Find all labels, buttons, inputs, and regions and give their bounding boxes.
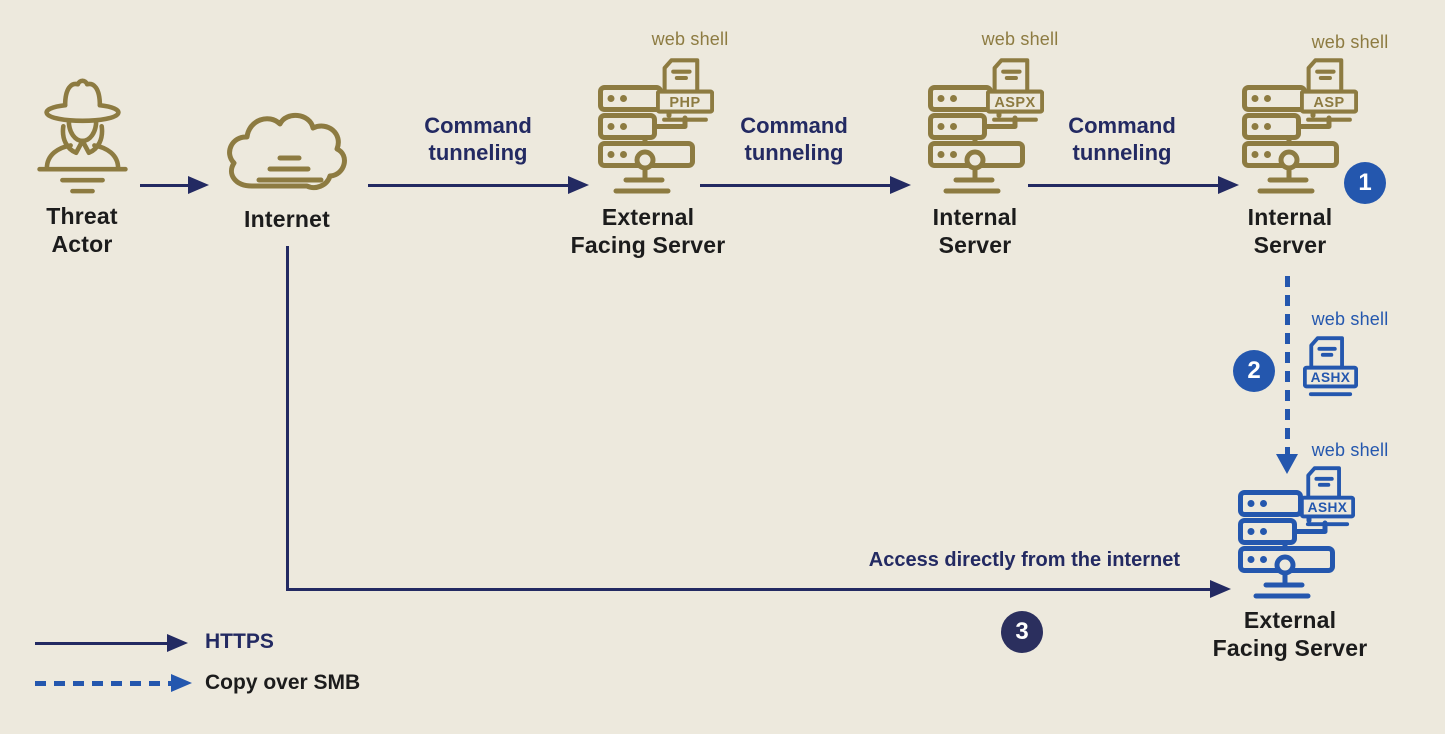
webshell-file-icon: ASHX — [1300, 466, 1355, 527]
legend-smb-arrowhead — [171, 674, 192, 692]
file-type-label: ASPX — [994, 95, 1035, 111]
file-type-label: ASHX — [1311, 370, 1351, 385]
direct-access-horizontal-line — [286, 588, 1210, 591]
internet-cloud-icon — [227, 113, 347, 191]
node-external-server-top: PHP — [598, 58, 758, 228]
webshell-file-icon: ASPX — [986, 58, 1044, 122]
webshell-file-icon: ASHX — [1303, 336, 1358, 397]
command-tunneling-label-3: Command tunneling — [1068, 113, 1176, 165]
legend-https-arrowhead — [167, 634, 188, 652]
node-internal-server-2: ASP — [1242, 58, 1402, 228]
legend-smb-label: Copy over SMB — [205, 671, 361, 694]
file-type-label: ASHX — [1308, 500, 1348, 515]
external-server-bottom-label: External Facing Server — [1212, 607, 1368, 661]
file-type-label: ASP — [1313, 95, 1344, 111]
webshell-label-external-top: web shell — [651, 29, 729, 49]
arrowhead-smb-copy — [1276, 454, 1298, 474]
dashed-line-smb-copy — [1285, 276, 1290, 454]
webshell-label-copied: web shell — [1311, 309, 1389, 329]
legend-https-label: HTTPS — [205, 630, 274, 653]
direct-access-label: Access directly from the internet — [868, 549, 1180, 571]
step-badge-1: 1 — [1344, 162, 1386, 204]
arrow-internal1-to-internal2 — [1028, 184, 1218, 187]
arrow-internet-to-external — [368, 184, 568, 187]
internal-server-2-label: Internal Server — [1247, 204, 1333, 258]
webshell-label-internal2: web shell — [1311, 32, 1389, 52]
threat-actor-icon — [37, 78, 128, 194]
arrowhead-external-to-internal1 — [890, 176, 911, 194]
legend-https-line — [35, 642, 167, 645]
arrowhead-direct-access — [1210, 580, 1231, 598]
step-badge-2: 2 — [1233, 350, 1275, 392]
arrowhead-internal1-to-internal2 — [1218, 176, 1239, 194]
file-type-label: PHP — [669, 95, 700, 111]
legend-smb-line — [35, 681, 171, 686]
arrowhead-internet-to-external — [568, 176, 589, 194]
external-server-top-label: External Facing Server — [570, 204, 726, 258]
webshell-label-external-bottom: web shell — [1311, 440, 1389, 460]
command-tunneling-label-2: Command tunneling — [740, 113, 848, 165]
internet-label: Internet — [244, 206, 330, 232]
arrowhead-threat-to-internet — [188, 176, 209, 194]
webshell-file-icon: ASP — [1300, 58, 1358, 122]
step-badge-3: 3 — [1001, 611, 1043, 653]
arrow-external-to-internal1 — [700, 184, 890, 187]
threat-actor-label: Threat Actor — [46, 203, 118, 257]
node-external-server-bottom: ASHX — [1238, 463, 1398, 633]
webshell-file-icon: PHP — [656, 58, 714, 122]
command-tunneling-label-1: Command tunneling — [424, 113, 532, 165]
node-internal-server-1: ASPX — [928, 58, 1088, 228]
arrow-threat-to-internet — [140, 184, 188, 187]
webshell-label-internal1: web shell — [981, 29, 1059, 49]
direct-access-vertical-line — [286, 246, 289, 590]
internal-server-1-label: Internal Server — [932, 204, 1018, 258]
